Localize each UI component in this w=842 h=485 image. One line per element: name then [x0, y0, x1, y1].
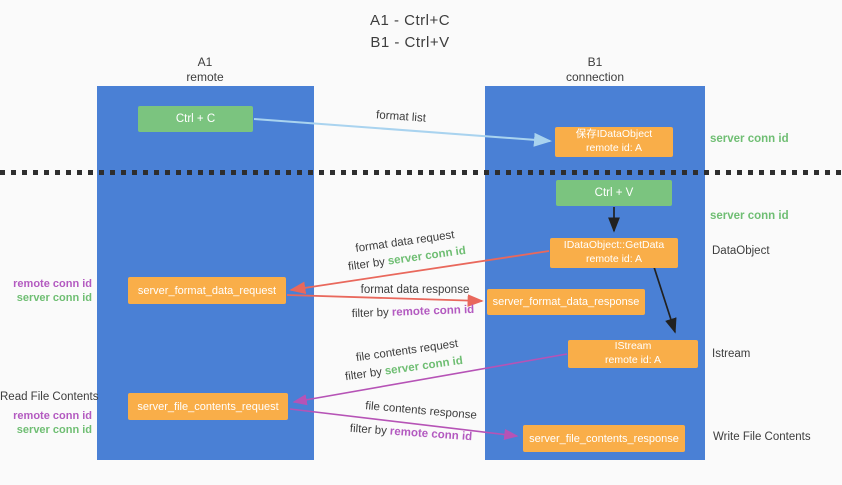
server-conn-id-text: server conn id [16, 291, 92, 304]
column-b1-subtitle: connection [565, 70, 625, 84]
dataobject-text: DataObject [712, 245, 770, 257]
right-label-server-conn-id-2: server conn id [710, 210, 789, 222]
label-format-data-response: format data response [361, 284, 470, 296]
left-labels-conn-ids-bottom: remote conn id server conn id [0, 410, 92, 438]
node-ctrl-v-label: Ctrl + V [594, 187, 634, 199]
node-istream-line1: IStream [614, 340, 652, 353]
node-server-file-contents-request-label: server_file_contents_request [137, 400, 279, 413]
node-server-file-contents-request: server_file_contents_request [128, 393, 288, 420]
remote-conn-id-text: remote conn id [391, 303, 475, 319]
phase-separator-dotted-line [0, 170, 842, 175]
right-label-istream: Istream [712, 348, 750, 360]
column-header-b1: B1 connection [535, 55, 655, 85]
server-conn-id-text: server conn id [710, 133, 789, 145]
node-server-file-contents-response-label: server_file_contents_response [529, 432, 679, 445]
right-label-write-file-contents: Write File Contents [713, 431, 811, 443]
node-istream-line2: remote id: A [604, 354, 662, 366]
server-conn-id-text: server conn id [16, 423, 92, 436]
read-file-contents-text: Read File Contents [0, 391, 99, 403]
column-b1-name: B1 [587, 55, 603, 69]
right-label-server-conn-id-1: server conn id [710, 133, 789, 145]
label-format-list: format list [376, 109, 427, 124]
istream-text: Istream [712, 348, 751, 360]
node-save-idataobject: 保存IDataObject remote id: A [555, 127, 673, 157]
node-save-idataobject-line1: 保存IDataObject [575, 128, 653, 141]
node-ctrl-v: Ctrl + V [556, 180, 672, 206]
node-server-format-data-request: server_format_data_request [128, 277, 286, 304]
node-ctrl-c-label: Ctrl + C [175, 113, 216, 125]
right-label-dataobject: DataObject [712, 245, 770, 257]
left-label-read-file-contents: Read File Contents [0, 391, 98, 403]
node-getdata: IDataObject::GetData remote id: A [550, 238, 678, 268]
label-file-contents-response: file contents response [365, 400, 477, 422]
filter-by-text: filter by [344, 366, 383, 384]
remote-conn-id-text: remote conn id [13, 278, 92, 290]
filter-by-text: filter by [349, 422, 388, 438]
title-line-2: B1 - Ctrl+V [370, 33, 450, 51]
server-conn-id-text: server conn id [710, 210, 789, 222]
node-server-file-contents-response: server_file_contents_response [523, 425, 685, 452]
label-file-contents-response-text: file contents response [364, 400, 478, 422]
node-server-format-data-request-label: server_format_data_request [137, 284, 277, 297]
remote-conn-id-text: remote conn id [389, 425, 473, 444]
title-line-1: A1 - Ctrl+C [369, 12, 451, 29]
left-labels-conn-ids-mid: remote conn id server conn id [0, 278, 92, 306]
node-server-format-data-response: server_format_data_response [487, 289, 645, 315]
filter-by-text: filter by [351, 306, 390, 321]
node-save-idataobject-line2: remote id: A [585, 142, 643, 154]
column-a1-subtitle: remote [186, 70, 224, 84]
filter-by-text: filter by [347, 256, 386, 274]
node-getdata-line1: IDataObject::GetData [563, 239, 665, 252]
node-server-format-data-response-label: server_format_data_response [492, 296, 640, 308]
remote-conn-id-text: remote conn id [13, 410, 92, 422]
node-getdata-line2: remote id: A [585, 253, 643, 265]
label-format-list-text: format list [375, 109, 427, 125]
column-a1-name: A1 [197, 55, 213, 69]
node-istream: IStream remote id: A [568, 340, 698, 368]
write-file-contents-text: Write File Contents [713, 431, 811, 443]
diagram-title: A1 - Ctrl+C B1 - Ctrl+V [300, 10, 520, 54]
column-header-a1: A1 remote [145, 55, 265, 85]
label-format-data-response-text: format data response [360, 284, 470, 296]
node-ctrl-c: Ctrl + C [138, 106, 253, 132]
